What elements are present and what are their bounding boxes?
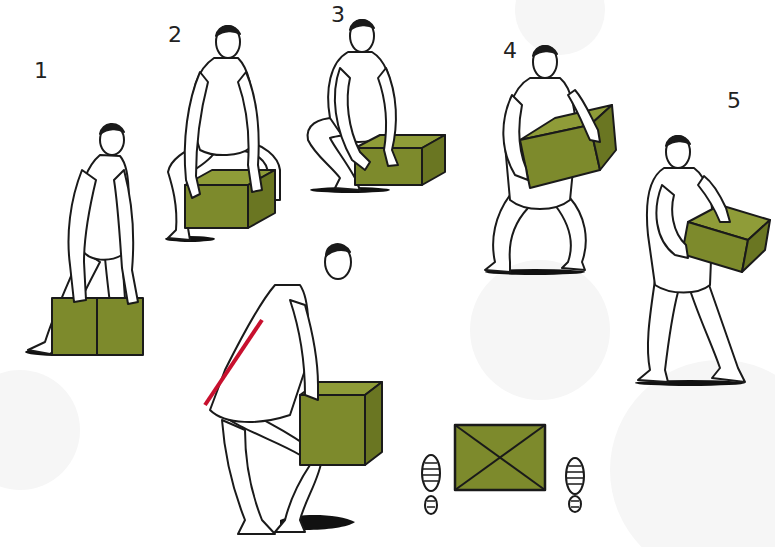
central-figure xyxy=(205,244,382,534)
arm xyxy=(698,176,730,222)
leg xyxy=(222,420,275,534)
top-view xyxy=(422,425,584,514)
arm xyxy=(185,72,208,198)
callout-number: 2 xyxy=(168,22,182,48)
figure-five xyxy=(635,136,770,386)
hair xyxy=(326,244,350,256)
leg xyxy=(555,198,586,270)
background-circle xyxy=(515,0,605,55)
box xyxy=(52,298,143,355)
head xyxy=(325,245,351,279)
arm xyxy=(69,170,97,302)
head xyxy=(216,26,240,58)
leg xyxy=(638,280,678,382)
figure-two xyxy=(165,26,280,242)
head xyxy=(666,136,690,168)
arm xyxy=(503,95,528,180)
footprint-sole xyxy=(566,458,584,494)
callout-number: 5 xyxy=(727,88,741,114)
arm xyxy=(238,72,262,192)
arm xyxy=(290,300,318,400)
box-front xyxy=(682,222,748,272)
footprint-tread xyxy=(423,463,439,507)
footprint xyxy=(422,455,440,514)
box-side xyxy=(422,135,445,185)
footprint-heel xyxy=(425,496,437,514)
box-front xyxy=(300,395,365,465)
hair xyxy=(350,20,374,30)
leg xyxy=(690,282,745,382)
arm xyxy=(114,170,138,304)
hair xyxy=(216,26,240,36)
footprint-tread xyxy=(567,466,583,507)
background-circle xyxy=(470,260,610,400)
arm xyxy=(656,185,688,258)
box-cross xyxy=(455,425,545,490)
box-side xyxy=(365,382,382,465)
arm xyxy=(378,68,398,166)
box-top-view xyxy=(455,425,545,490)
arm xyxy=(568,90,600,142)
hair xyxy=(666,136,690,146)
footprint-heel xyxy=(569,496,581,512)
head xyxy=(350,20,374,52)
callout-number: 3 xyxy=(331,2,345,28)
callout-number: 4 xyxy=(503,38,517,64)
figure-three xyxy=(308,20,445,193)
background-circle xyxy=(0,370,80,490)
callout-number: 1 xyxy=(34,58,48,84)
figure-one xyxy=(25,124,143,356)
box-tape xyxy=(96,298,98,355)
figure-four xyxy=(485,46,616,275)
footprint xyxy=(566,458,584,512)
figures xyxy=(25,20,770,534)
arm xyxy=(335,68,370,170)
straight-back-line xyxy=(205,320,262,405)
box-cross xyxy=(455,425,545,490)
hair xyxy=(100,124,124,134)
box-side xyxy=(742,220,770,272)
background-circle xyxy=(610,360,775,547)
hair xyxy=(533,46,557,56)
footprint-sole xyxy=(422,455,440,491)
head xyxy=(533,46,557,78)
